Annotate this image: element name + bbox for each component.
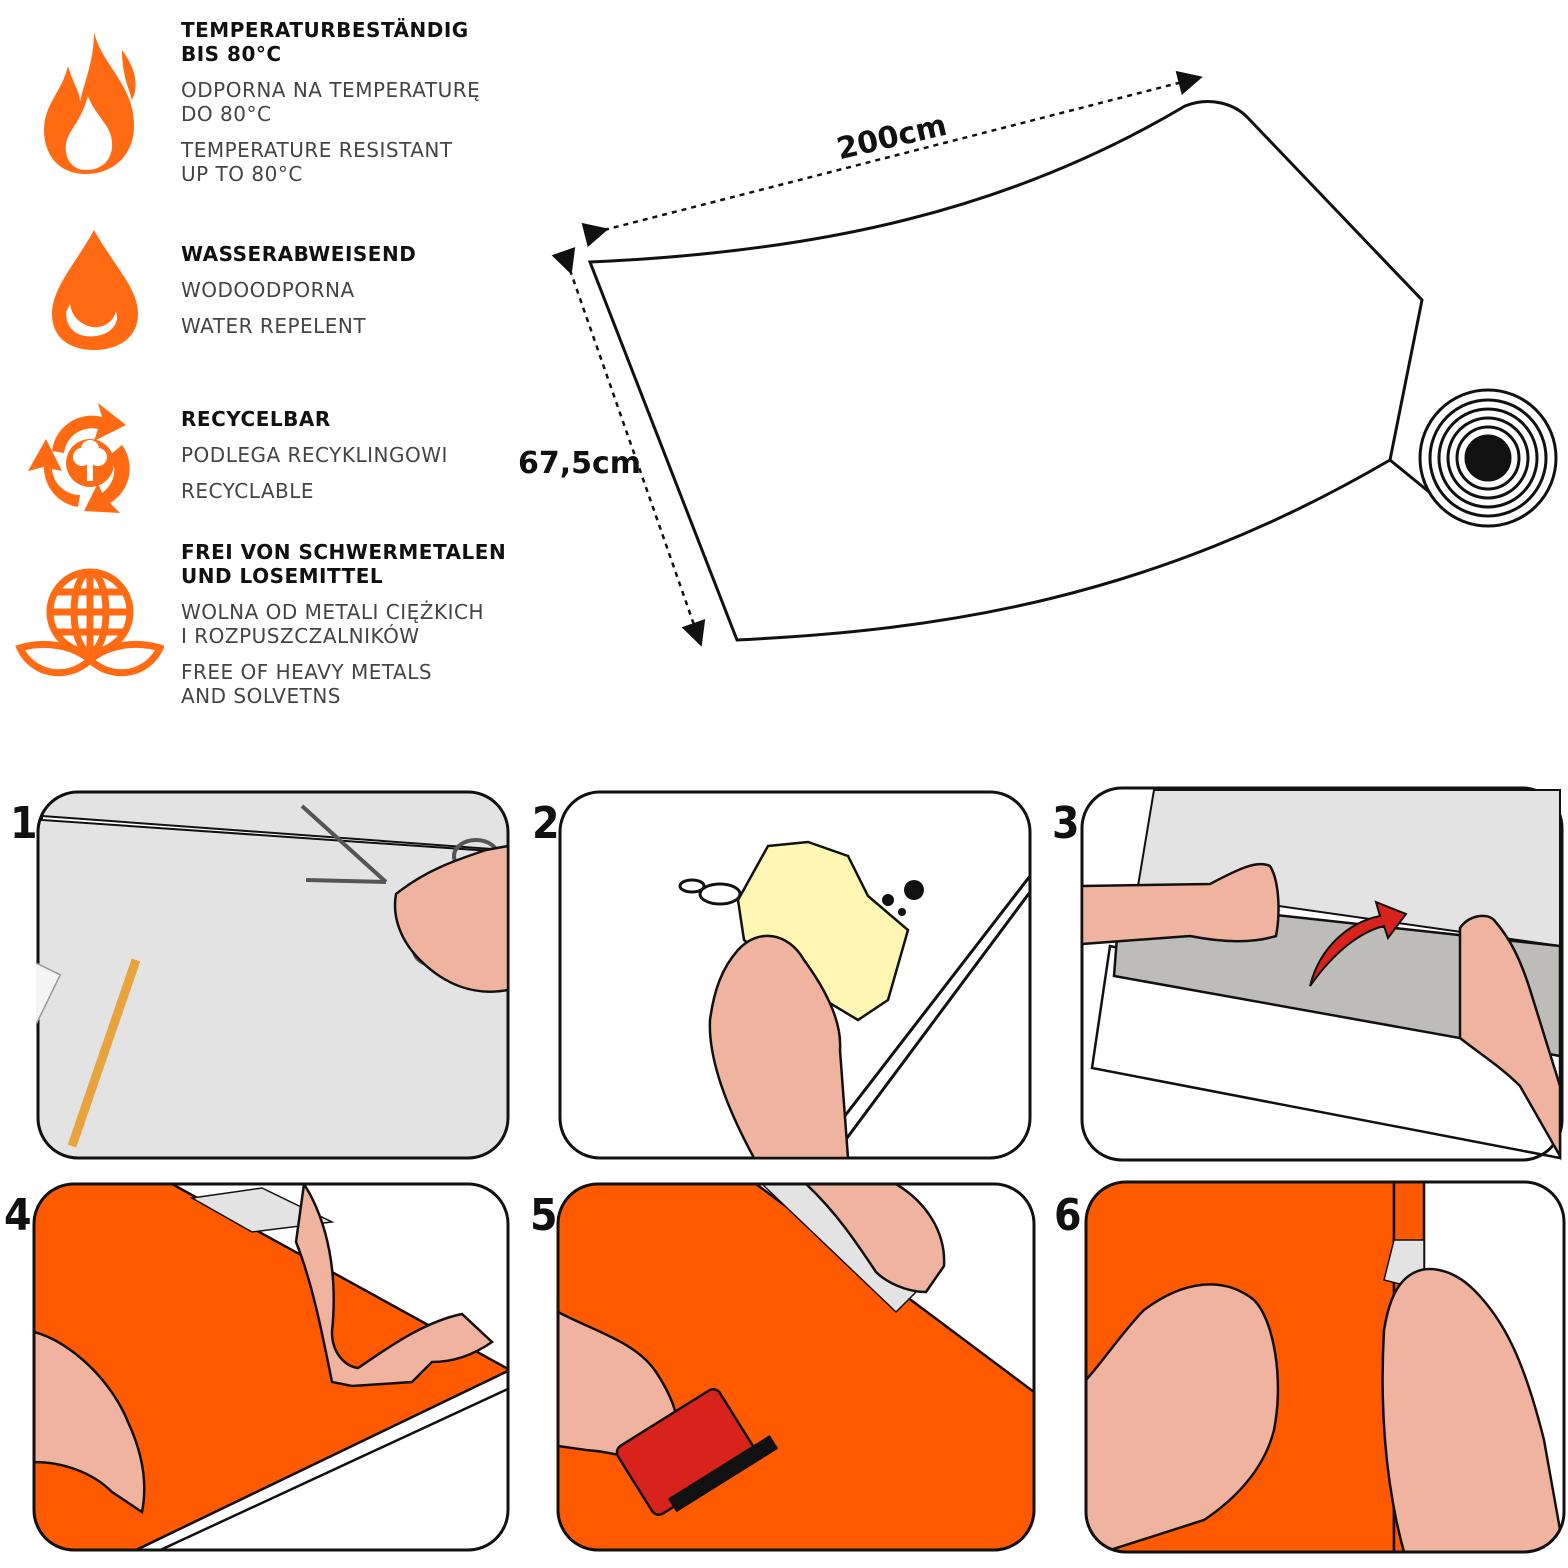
hand-top [802,1184,946,1294]
feature-recyclable: RECYCELBAR PODLEGA RECYKLINGOWI RECYCLAB… [0,395,520,535]
squeegee-icon [615,1388,779,1516]
feature-de: FREI VON SCHWERMETALEN UND LOSEMITTEL [181,540,507,588]
step-panel-1 [36,790,510,1160]
roll-width-label: 67,5cm [518,446,642,481]
step-number-4: 4 [4,1190,32,1241]
recycle-tree-icon [28,403,130,513]
feature-de: WASSERABWEISEND [181,242,417,266]
hand-left [1086,1283,1280,1552]
feature-water: WASSERABWEISEND WODOODPORNA WATER REPELE… [0,230,520,370]
water-drop-icon [52,230,138,350]
step-panel-4 [32,1182,510,1552]
feature-en: TEMPERATURE RESISTANT UP TO 80°C [181,138,453,186]
hand [393,844,510,993]
hand-left [1080,862,1280,946]
peel-arrow [1309,900,1408,987]
step-number-2: 2 [532,798,560,849]
feature-pl: PODLEGA RECYKLINGOWI [181,443,448,467]
feature-free-of-heavy-metals: FREI VON SCHWERMETALEN UND LOSEMITTEL WO… [0,538,520,718]
step-number-1: 1 [10,798,38,849]
feature-de: RECYCELBAR [181,407,331,431]
step-panel-5 [556,1182,1036,1552]
hand-right [1458,914,1562,1161]
feature-pl: WODOODPORNA [181,278,355,302]
ruler [36,956,62,1156]
step-panel-2 [558,790,1032,1160]
feature-en: WATER REPELENT [181,314,367,338]
hand-right [1381,1267,1564,1552]
roll-illustration [551,70,1558,647]
feature-pl: ODPORNA NA TEMPERATURĘ DO 80°C [181,78,481,126]
hand-right [294,1184,494,1388]
step-number-5: 5 [530,1190,558,1241]
feature-de: TEMPERATURBESTÄNDIG BIS 80°C [181,18,469,66]
feature-pl: WOLNA OD METALI CIĘŻKICH I ROZPUSZCZALNI… [181,600,485,648]
globe-leaf-icon [15,568,164,677]
step-number-3: 3 [1052,798,1080,849]
sheet-outline [587,100,1424,642]
step-number-6: 6 [1054,1190,1082,1241]
roll-end [1418,388,1558,528]
flame-icon [44,32,136,174]
hand-left [34,1330,146,1515]
feature-temperature: TEMPERATURBESTÄNDIG BIS 80°C ODPORNA NA … [0,16,520,196]
feature-en: RECYCLABLE [181,479,315,503]
hand [708,934,850,1160]
feature-en: FREE OF HEAVY METALS AND SOLVETNS [181,660,433,708]
step-panel-6 [1084,1180,1566,1554]
length-arrow [581,70,1203,248]
cloth [736,840,910,1022]
step-panel-3 [1080,786,1564,1162]
